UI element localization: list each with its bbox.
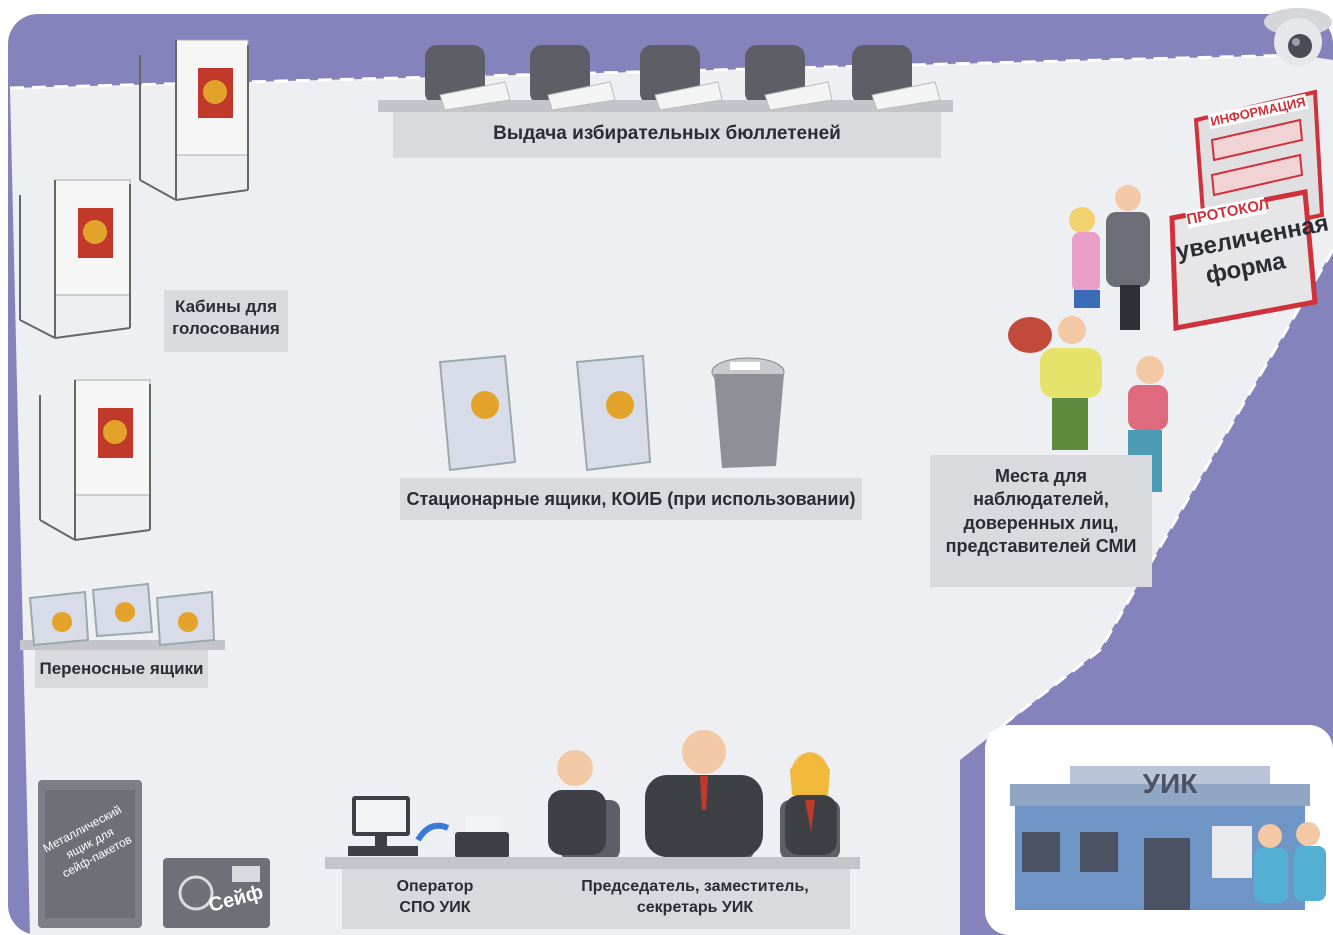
- observers-label-line2: наблюдателей,: [973, 489, 1109, 510]
- uik-building-sign: УИК: [1142, 768, 1198, 799]
- camera-icon: [1264, 8, 1332, 66]
- voting-booths-label-line2: голосования: [172, 319, 280, 339]
- operator-label-line1: Оператор: [396, 878, 474, 895]
- stationary-boxes-label: Стационарные ящики, КОИБ (при использова…: [400, 478, 862, 520]
- info-boards: [1169, 89, 1325, 331]
- portable-boxes: [20, 582, 225, 650]
- commission-label-line1: Председатель, заместитель,: [581, 878, 809, 895]
- operator-label-line2: СПО УИК: [399, 898, 471, 916]
- commission-label: Председатель, заместитель, секретарь УИК: [560, 877, 830, 919]
- stationary-boxes: [438, 354, 785, 472]
- observers-label-line4: представителей СМИ: [945, 536, 1137, 557]
- observers-label: Места для наблюдателей, доверенных лиц, …: [930, 455, 1152, 587]
- voting-booths-label-line1: Кабины для: [174, 297, 277, 316]
- portable-boxes-label: Переносные ящики: [35, 650, 208, 688]
- observers-label-line1: Места для: [995, 466, 1087, 486]
- voting-booths-label: Кабины для голосования: [164, 290, 288, 352]
- ballot-desks: [378, 45, 953, 158]
- commission-label-line2: секретарь УИК: [636, 898, 754, 916]
- commission-table: [325, 730, 860, 929]
- ballot-issue-label: Выдача избирательных бюллетеней: [493, 123, 841, 144]
- voting-booths: [19, 39, 249, 541]
- observers-label-line3: доверенных лиц,: [963, 512, 1119, 533]
- uik-building: [985, 725, 1333, 935]
- operator-label: Оператор СПО УИК: [360, 877, 510, 919]
